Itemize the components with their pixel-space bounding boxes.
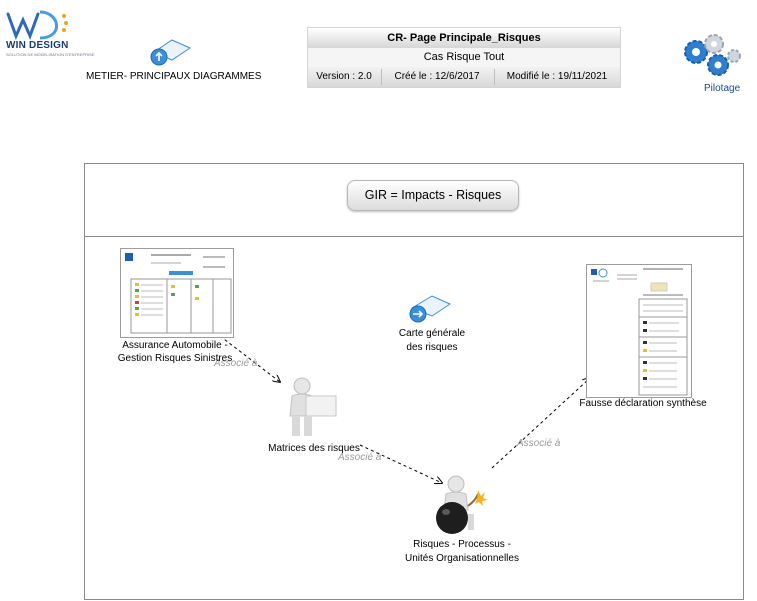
modified-date: Modifié le : 19/11/2021 [506, 71, 608, 82]
logo-tagline: SOLUTION DE MODELISATION D'ENTREPRISE [6, 52, 95, 57]
diagram-up-icon [150, 39, 192, 66]
pilotage-label: Pilotage [704, 83, 741, 94]
node-fausse-declaration[interactable]: Fausse déclaration synthèse [568, 264, 718, 412]
node-label: Gestion Risques Sinistres [117, 353, 233, 364]
gears-icon [684, 34, 741, 76]
document-thumbnail-icon [125, 253, 232, 334]
logo-brand: WIN DESIGN [6, 40, 69, 51]
node-label: Carte générale [398, 328, 466, 339]
wd-logo-mark [6, 10, 68, 41]
diagram-thumbnail [586, 264, 692, 398]
version-text: Version : 2.0 [316, 71, 372, 82]
node-label: Assurance Automobile - [122, 340, 228, 351]
page-subtitle: Cas Risque Tout [308, 48, 620, 67]
page-title: CR- Page Principale_Risques [308, 28, 620, 48]
page-info-box: CR- Page Principale_Risques Cas Risque T… [307, 27, 621, 88]
gir-header-button[interactable]: GIR = Impacts - Risques [347, 180, 519, 211]
meta-row: Version : 2.0 Créé le : 12/6/2017 Modifi… [308, 67, 620, 87]
node-carte-generale[interactable]: Carte générale des risques [390, 294, 474, 356]
node-label: des risques [406, 342, 458, 353]
created-date: Créé le : 12/6/2017 [394, 71, 480, 82]
document-thumbnail-icon [591, 268, 688, 396]
node-assurance-automobile[interactable]: Assurance Automobile - Gestion Risques S… [110, 248, 240, 368]
divider [381, 69, 382, 85]
link-label: Associé à [214, 358, 258, 369]
link-risques-fausse[interactable] [491, 378, 590, 469]
pilotage-link[interactable]: Pilotage [680, 30, 757, 98]
frame-divider [85, 236, 743, 237]
node-label: Matrices des risques [268, 443, 360, 454]
link-label: Associé à [338, 452, 382, 463]
node-label: Unités Organisationnelles [405, 553, 519, 564]
metier-label: METIER- PRINCIPAUX DIAGRAMMES [86, 71, 262, 82]
figure-with-bomb-icon [436, 475, 488, 534]
diagram-link-icon [409, 295, 452, 323]
node-label: Fausse déclaration synthèse [579, 398, 707, 409]
node-label: Risques - Processus - [413, 539, 511, 550]
node-risques-processus[interactable]: Risques - Processus - Unités Organisatio… [392, 474, 532, 566]
divider [494, 69, 495, 85]
diagram-thumbnail [120, 248, 234, 338]
metier-diagram-link[interactable]: METIER- PRINCIPAUX DIAGRAMMES [80, 38, 270, 84]
windesign-logo: WIN DESIGN SOLUTION DE MODELISATION D'EN… [4, 8, 94, 64]
link-assurance-matrices[interactable] [219, 335, 280, 382]
figure-holding-board-icon [289, 377, 337, 436]
link-label: Associé à [517, 438, 561, 449]
node-matrices-risques[interactable]: Matrices des risques [262, 376, 366, 456]
